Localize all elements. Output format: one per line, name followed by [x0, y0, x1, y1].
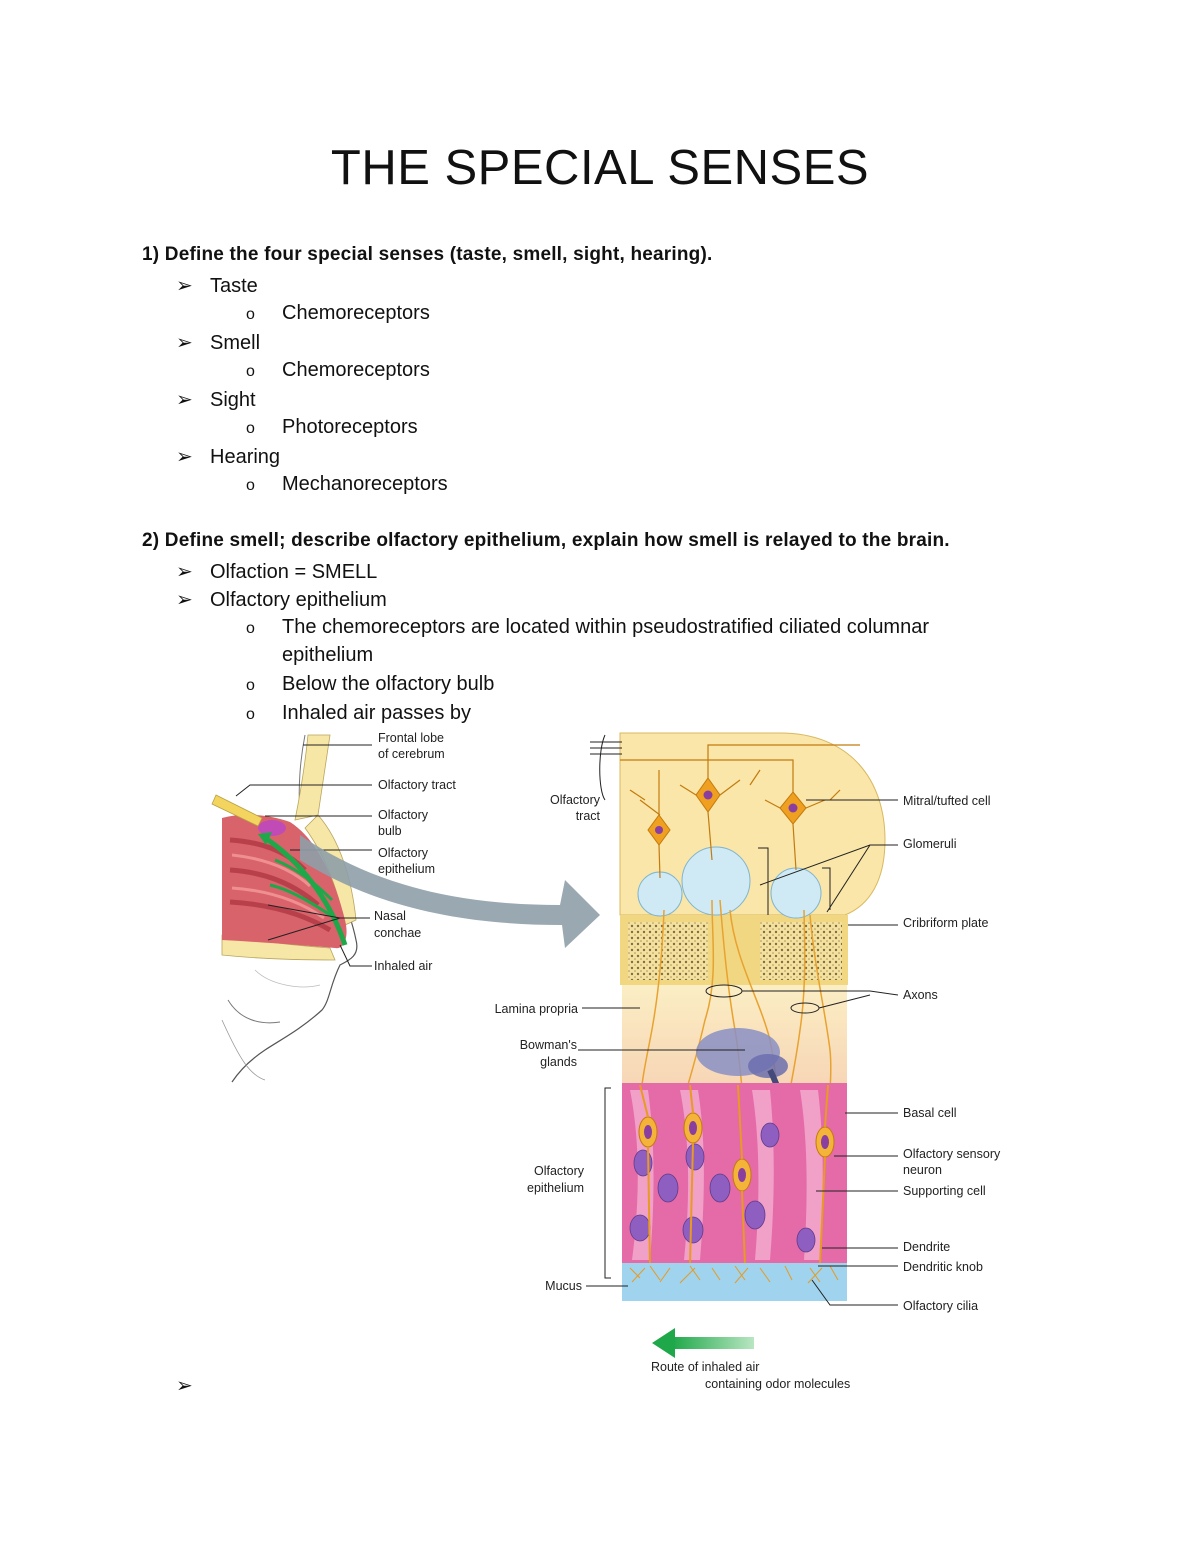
- label-mitral-cell: Mitral/tufted cell: [903, 794, 991, 808]
- label-bowmans-glands-line2: glands: [540, 1055, 577, 1069]
- list-item-taste: ➢ Taste: [176, 273, 258, 298]
- arrow-bullet-icon: ➢: [176, 1375, 193, 1397]
- zoom-arrow: [300, 835, 600, 948]
- legend-label-line2: containing odor molecules: [705, 1377, 850, 1391]
- sub-item: o Photoreceptors: [246, 416, 418, 439]
- label-nasal-conchae-line2: conchae: [374, 926, 421, 940]
- label-inhaled-air: Inhaled air: [374, 959, 432, 973]
- legend: Route of inhaled air containing odor mol…: [651, 1328, 850, 1391]
- label-olfactory-bulb-line2: bulb: [378, 824, 402, 838]
- label-supporting-cell: Supporting cell: [903, 1184, 986, 1198]
- list-item-olfaction: ➢ Olfaction = SMELL: [176, 559, 377, 584]
- arrow-bullet-icon: ➢: [176, 561, 193, 583]
- label-lamina-propria: Lamina propria: [495, 1002, 578, 1016]
- sub-item-label: Below the olfactory bulb: [282, 673, 495, 695]
- arrow-bullet-icon: ➢: [176, 275, 193, 297]
- label-sensory-neuron-line1: Olfactory sensory: [903, 1147, 1001, 1161]
- sub-item: o The chemoreceptors are located within p…: [246, 616, 929, 639]
- question-1-heading: 1) Define the four special senses (taste…: [142, 244, 713, 265]
- sub-item-label: Inhaled air passes by: [282, 702, 472, 724]
- label-olfactory-epithelium-line1: Olfactory: [378, 846, 429, 860]
- question-2-heading: 2) Define smell; describe olfactory epit…: [142, 530, 950, 551]
- list-item-sight: ➢ Sight: [176, 387, 256, 412]
- label-olfactory-epithelium-line2: epithelium: [378, 862, 435, 876]
- legend-label-line1: Route of inhaled air: [651, 1360, 759, 1374]
- label-dendritic-knob: Dendritic knob: [903, 1260, 983, 1274]
- list-item-label: Sight: [210, 389, 256, 411]
- sub-item-label: Mechanoreceptors: [282, 473, 448, 495]
- label-olfactory-cilia: Olfactory cilia: [903, 1299, 978, 1313]
- sub-item: o Below the olfactory bulb: [246, 673, 494, 696]
- label-mid-olfactory-tract-line1: Olfactory: [550, 793, 601, 807]
- page-title: THE SPECIAL SENSES: [330, 141, 870, 195]
- list-item-label: Hearing: [210, 446, 281, 468]
- label-olfactory-bulb-line1: Olfactory: [378, 808, 429, 822]
- list-item-label: Taste: [210, 275, 258, 297]
- arrow-bullet-icon: ➢: [176, 332, 193, 354]
- label-mid-olfactory-epithelium-line2: epithelium: [527, 1181, 584, 1195]
- label-cribriform-plate: Cribriform plate: [903, 916, 988, 930]
- list-item-hearing: ➢ Hearing: [176, 444, 280, 469]
- circle-bullet-icon: o: [246, 363, 255, 380]
- label-bowmans-glands-line1: Bowman's: [520, 1038, 577, 1052]
- label-mid-olfactory-epithelium-line1: Olfactory: [534, 1164, 585, 1178]
- label-mid-olfactory-tract-line2: tract: [576, 809, 601, 823]
- list-item-olfactory-epithelium: ➢ Olfactory epithelium: [176, 587, 387, 612]
- sub-item-label: Photoreceptors: [282, 416, 418, 438]
- sub-item: o Chemoreceptors: [246, 359, 430, 382]
- label-mucus: Mucus: [545, 1279, 582, 1293]
- sub-item-label: Chemoreceptors: [282, 359, 430, 381]
- arrow-bullet-icon: ➢: [176, 446, 193, 468]
- sub-item-label: The chemoreceptors are located within ps…: [282, 616, 930, 638]
- legend-arrow-head: [652, 1328, 675, 1358]
- label-sensory-neuron-line2: neuron: [903, 1163, 942, 1177]
- circle-bullet-icon: o: [246, 620, 255, 637]
- label-nasal-conchae-line1: Nasal: [374, 909, 406, 923]
- list-item-smell: ➢ Smell: [176, 330, 260, 355]
- olfactory-magnified-view: [619, 732, 886, 1301]
- label-glomeruli: Glomeruli: [903, 837, 957, 851]
- head-sagittal-view: [211, 734, 358, 1083]
- label-dendrite: Dendrite: [903, 1240, 950, 1254]
- sub-item-continuation: epithelium: [282, 644, 374, 666]
- empty-list-item: ➢: [176, 1373, 210, 1398]
- circle-bullet-icon: o: [246, 306, 255, 323]
- sub-item: o Inhaled air passes by: [246, 702, 471, 725]
- list-item-label: Olfactory epithelium: [210, 589, 387, 611]
- label-frontal-lobe-line2: of cerebrum: [378, 747, 445, 761]
- list-item-label: Smell: [210, 332, 261, 354]
- label-olfactory-tract: Olfactory tract: [378, 778, 456, 792]
- arrow-bullet-icon: ➢: [176, 589, 193, 611]
- label-frontal-lobe-line1: Frontal lobe: [378, 731, 444, 745]
- circle-bullet-icon: o: [246, 677, 255, 694]
- sub-item: o Chemoreceptors: [246, 302, 430, 325]
- circle-bullet-icon: o: [246, 477, 255, 494]
- circle-bullet-icon: o: [246, 706, 255, 723]
- arrow-bullet-icon: ➢: [176, 389, 193, 411]
- label-basal-cell: Basal cell: [903, 1106, 957, 1120]
- sub-item-label: Chemoreceptors: [282, 302, 430, 324]
- sub-item: o Mechanoreceptors: [246, 473, 448, 496]
- label-axons: Axons: [903, 988, 938, 1002]
- circle-bullet-icon: o: [246, 420, 255, 437]
- list-item-label: Olfaction = SMELL: [210, 561, 378, 583]
